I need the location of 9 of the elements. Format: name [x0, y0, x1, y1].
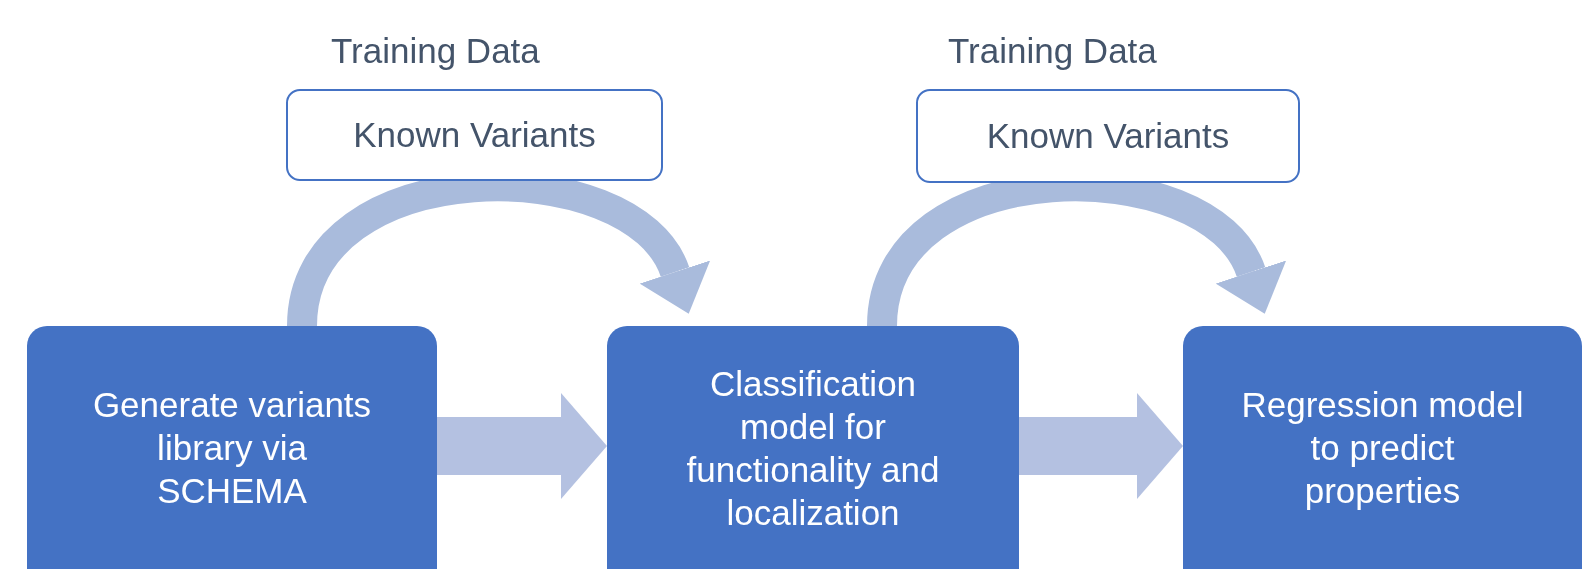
data-box: Known Variants — [916, 89, 1300, 183]
data-box: Known Variants — [286, 89, 663, 181]
process-box: Generate variants library via SCHEMA — [27, 326, 437, 569]
heading-text: Training Data — [948, 31, 1157, 71]
block-arrow — [437, 393, 607, 499]
block-arrow — [1019, 393, 1183, 499]
process-box: Regression model to predict properties — [1183, 326, 1582, 569]
heading-text: Training Data — [331, 31, 540, 71]
process-box: Classification model for functionality and localization — [607, 326, 1019, 569]
